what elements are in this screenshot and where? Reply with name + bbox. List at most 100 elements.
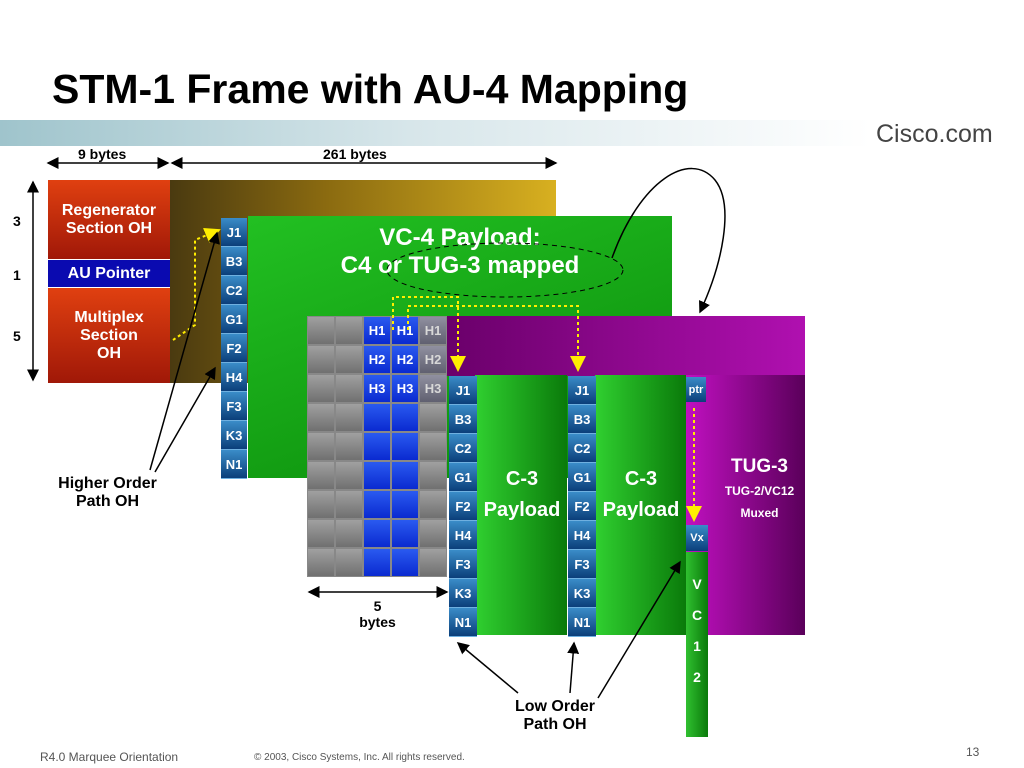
- higher-order-line2: Path OH: [75, 493, 140, 510]
- tug3-sub: TUG-2/VC12: [724, 484, 795, 498]
- c3-label-2: C-3 Payload: [595, 468, 687, 522]
- nine-bytes-label: 9 bytes: [78, 146, 127, 162]
- five-bytes-unit: bytes: [359, 614, 396, 630]
- low-oh-n1: N1: [568, 608, 596, 637]
- grid-cell: [307, 403, 335, 432]
- low-order-arrow-1: [456, 642, 519, 694]
- grid-cell: [363, 403, 391, 432]
- grid-cell: [335, 519, 363, 548]
- grid-cell: [307, 432, 335, 461]
- grid-cell: [335, 374, 363, 403]
- grid-cell: [307, 490, 335, 519]
- higher-oh-c2: C2: [221, 276, 247, 305]
- grid-cell: [391, 432, 419, 461]
- grid-cell: [419, 403, 447, 432]
- grid-cell: [419, 432, 447, 461]
- vc12-char-3: 1: [693, 638, 701, 654]
- c3-label-2-line2: Payload: [602, 499, 680, 521]
- grid-cell: [391, 548, 419, 577]
- vc12-char-1: V: [692, 576, 702, 592]
- grid-cell: [307, 519, 335, 548]
- row-count-3: 3: [13, 213, 21, 229]
- tug3-labels: TUG-3 TUG-2/VC12 Muxed: [712, 456, 807, 520]
- tug-pointer-h1: H1: [363, 316, 391, 345]
- vc4-title-line1: VC-4 Payload:: [379, 224, 541, 251]
- vc12-char-2: C: [691, 607, 703, 623]
- vc12-column: V C 1 2: [686, 552, 708, 737]
- higher-oh-f3: F3: [221, 392, 247, 421]
- low-oh-b3: B3: [568, 405, 596, 434]
- cisco-logo: Cisco.com: [876, 120, 993, 148]
- c3-label-1: C-3 Payload: [475, 468, 569, 522]
- tug3-curve-arrow: [611, 167, 726, 314]
- five-bytes-num: 5: [373, 598, 382, 614]
- multiplex-line2: Section: [80, 326, 138, 344]
- low-oh-k3: K3: [568, 579, 596, 608]
- grid-cell: [335, 461, 363, 490]
- tug-pointer-h2: H2: [419, 345, 447, 374]
- low-oh-j1: J1: [568, 376, 596, 405]
- grid-cell: [363, 432, 391, 461]
- low-oh-f2: F2: [568, 492, 596, 521]
- vx-label: Vx: [686, 525, 708, 551]
- grid-cell: [363, 461, 391, 490]
- c3-label-1-line1: C-3: [505, 468, 539, 490]
- grid-cell: [419, 548, 447, 577]
- low-order-arrow-3: [597, 560, 681, 699]
- multiplex-section-oh: Multiplex Section OH: [48, 288, 170, 383]
- low-oh-f2: F2: [449, 492, 477, 521]
- low-oh-g1: G1: [568, 463, 596, 492]
- tug3-ptr: ptr: [686, 377, 706, 402]
- grid-cell: [335, 490, 363, 519]
- bytes-261-label: 261 bytes: [323, 146, 387, 162]
- grid-cell: [307, 345, 335, 374]
- low-oh-c2: C2: [449, 434, 477, 463]
- regenerator-line1: Regenerator: [61, 201, 157, 219]
- higher-oh-b3: B3: [221, 247, 247, 276]
- tug3-sub2: Muxed: [740, 506, 779, 520]
- vc4-title-line2: C4 or TUG-3 mapped: [340, 252, 580, 279]
- grid-cell: [307, 316, 335, 345]
- low-order-line2: Path OH: [523, 716, 587, 733]
- row-count-1: 1: [13, 267, 21, 283]
- higher-oh-f2: F2: [221, 334, 247, 363]
- grid-cell: [307, 548, 335, 577]
- grid-cell: [335, 403, 363, 432]
- c3-label-2-line1: C-3: [624, 468, 658, 490]
- vc12-char-4: 2: [693, 669, 701, 685]
- low-oh-f3: F3: [568, 550, 596, 579]
- tug-pointer-h1: H1: [391, 316, 419, 345]
- low-order-line1: Low Order: [514, 698, 595, 715]
- tug-pointer-h3: H3: [419, 374, 447, 403]
- higher-order-arrow-1: [149, 231, 220, 471]
- grid-cell: [419, 461, 447, 490]
- grid-cell: [391, 461, 419, 490]
- header-rule: [0, 120, 1024, 146]
- regenerator-line2: Section OH: [65, 219, 153, 237]
- tug3-background-block: [447, 316, 805, 376]
- tug-pointer-h3: H3: [391, 374, 419, 403]
- low-order-arrow-2: [567, 641, 580, 694]
- higher-oh-j1: J1: [221, 218, 247, 247]
- low-oh-n1: N1: [449, 608, 477, 637]
- higher-oh-g1: G1: [221, 305, 247, 334]
- grid-cell: [419, 490, 447, 519]
- higher-order-line1: Higher Order: [58, 475, 157, 492]
- grid-cell: [391, 519, 419, 548]
- higher-oh-k3: K3: [221, 421, 247, 450]
- footer-left: R4.0 Marquee Orientation: [40, 750, 179, 764]
- grid-cell: [335, 345, 363, 374]
- grid-cell: [391, 490, 419, 519]
- multiplex-line1: Multiplex: [74, 308, 144, 326]
- vc4-title: VC-4 Payload: C4 or TUG-3 mapped: [248, 224, 672, 280]
- tug-pointer-h1: H1: [419, 316, 447, 345]
- low-oh-b3: B3: [449, 405, 477, 434]
- low-oh-h4: H4: [568, 521, 596, 550]
- tug3-mapped-highlight: [386, 242, 624, 298]
- tug3-title: TUG-3: [731, 456, 788, 477]
- c3-payload-1: [475, 375, 567, 635]
